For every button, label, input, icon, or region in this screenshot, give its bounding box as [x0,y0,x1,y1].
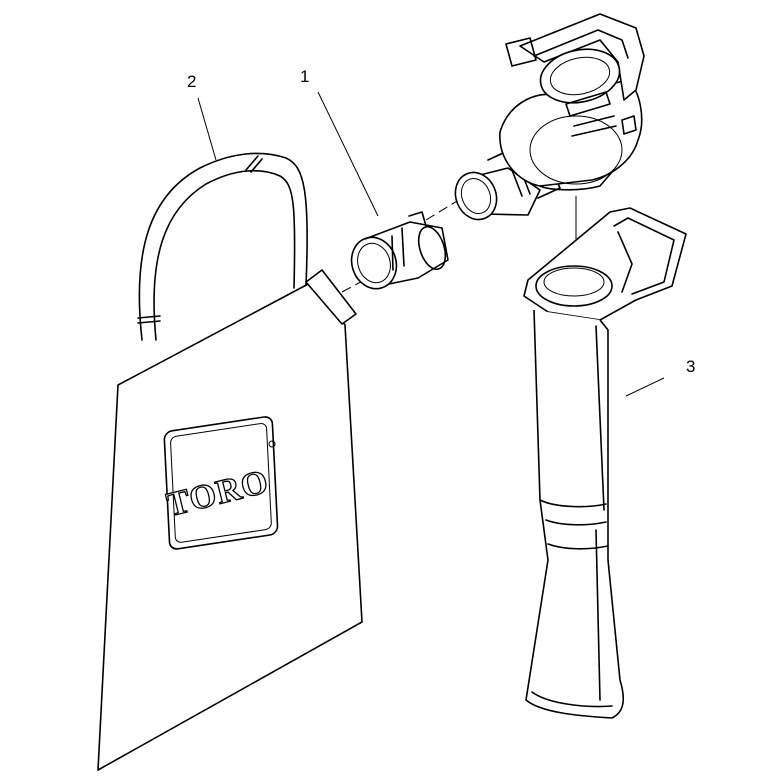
collection-bag: TORO [97,152,363,771]
callout-leader-1 [317,91,379,217]
callout-2: 2 [187,72,197,91]
vacuum-tube [523,207,687,719]
callout-3: 3 [686,357,696,376]
bag-body [97,281,363,771]
callout-leader-2 [197,97,217,161]
blower-unit [454,13,645,221]
bag-collar [305,269,357,325]
bag-adapter [350,211,449,290]
callout-leader-3 [625,377,665,397]
bag-strap [138,152,308,341]
callout-1: 1 [300,67,310,86]
